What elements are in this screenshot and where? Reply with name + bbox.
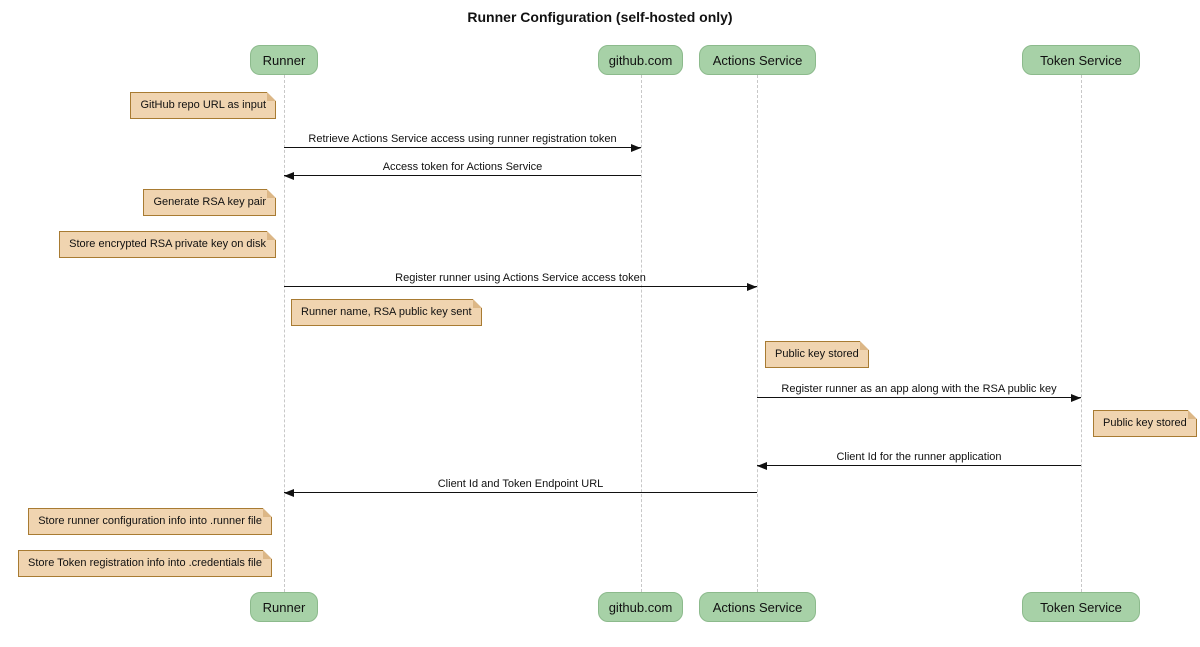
message-retrieve-actions-access: Retrieve Actions Service access using ru… bbox=[284, 132, 641, 152]
message-line bbox=[284, 147, 641, 148]
note-public-key-token: Public key stored bbox=[1093, 410, 1197, 437]
arrowhead-right-icon bbox=[747, 283, 757, 291]
participant-token-service-bottom: Token Service bbox=[1022, 592, 1140, 622]
note-store-runner-file: Store runner configuration info into .ru… bbox=[28, 508, 272, 535]
participant-actions-service-bottom: Actions Service bbox=[699, 592, 816, 622]
message-line bbox=[284, 175, 641, 176]
participant-github-bottom: github.com bbox=[598, 592, 683, 622]
participant-runner-bottom: Runner bbox=[250, 592, 318, 622]
note-public-key-actions: Public key stored bbox=[765, 341, 869, 368]
note-store-credentials: Store Token registration info into .cred… bbox=[18, 550, 272, 577]
message-label: Client Id and Token Endpoint URL bbox=[437, 478, 604, 490]
participant-runner-top: Runner bbox=[250, 45, 318, 75]
message-register-runner: Register runner using Actions Service ac… bbox=[284, 271, 757, 291]
message-client-id-app: Client Id for the runner application bbox=[757, 450, 1081, 470]
message-line bbox=[757, 397, 1081, 398]
participant-token-service-top: Token Service bbox=[1022, 45, 1140, 75]
arrowhead-left-icon bbox=[757, 462, 767, 470]
message-access-token: Access token for Actions Service bbox=[284, 160, 641, 180]
arrowhead-right-icon bbox=[1071, 394, 1081, 402]
participant-github-top: github.com bbox=[598, 45, 683, 75]
lifeline-runner bbox=[284, 75, 285, 592]
message-line bbox=[757, 465, 1081, 466]
message-label: Client Id for the runner application bbox=[836, 451, 1002, 463]
lifeline-actions-service bbox=[757, 75, 758, 592]
note-github-repo-url: GitHub repo URL as input bbox=[130, 92, 276, 119]
note-runner-name-sent: Runner name, RSA public key sent bbox=[291, 299, 482, 326]
message-register-app: Register runner as an app along with the… bbox=[757, 382, 1081, 402]
diagram-title: Runner Configuration (self-hosted only) bbox=[467, 9, 733, 25]
lifeline-github bbox=[641, 75, 642, 592]
note-store-private-key: Store encrypted RSA private key on disk bbox=[59, 231, 276, 258]
message-label: Register runner using Actions Service ac… bbox=[395, 272, 646, 284]
note-generate-rsa-key: Generate RSA key pair bbox=[143, 189, 276, 216]
message-line bbox=[284, 492, 757, 493]
arrowhead-left-icon bbox=[284, 172, 294, 180]
participant-actions-service-top: Actions Service bbox=[699, 45, 816, 75]
arrowhead-right-icon bbox=[631, 144, 641, 152]
message-label: Register runner as an app along with the… bbox=[781, 383, 1057, 395]
lifeline-token-service bbox=[1081, 75, 1082, 592]
message-label: Access token for Actions Service bbox=[382, 161, 543, 173]
message-client-id-endpoint: Client Id and Token Endpoint URL bbox=[284, 477, 757, 497]
arrowhead-left-icon bbox=[284, 489, 294, 497]
message-label: Retrieve Actions Service access using ru… bbox=[308, 133, 617, 145]
message-line bbox=[284, 286, 757, 287]
